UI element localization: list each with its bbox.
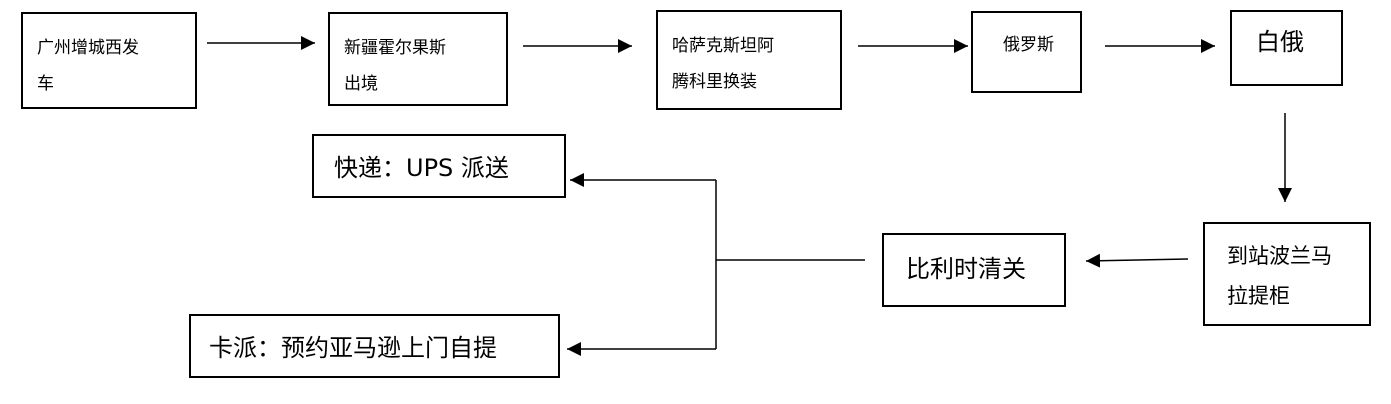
node-poland: 到站波兰马 拉提柜 <box>1203 222 1371 326</box>
node-belgium-label: 比利时清关 <box>906 255 1026 283</box>
node-poland-label: 到站波兰马 拉提柜 <box>1227 244 1332 308</box>
node-truck: 卡派：预约亚马逊上门自提 <box>189 314 560 378</box>
node-guangzhou-label: 广州增城西发 车 <box>37 38 139 94</box>
node-xinjiang: 新疆霍尔果斯 出境 <box>328 12 508 106</box>
node-russia: 俄罗斯 <box>971 11 1082 93</box>
node-belarus: 白俄 <box>1230 10 1343 86</box>
node-kazakhstan-label: 哈萨克斯坦阿 腾科里换装 <box>672 36 774 92</box>
node-belgium: 比利时清关 <box>882 233 1066 307</box>
node-kazakhstan: 哈萨克斯坦阿 腾科里换装 <box>656 10 842 110</box>
node-express-label: 快递：UPS 派送 <box>334 154 509 182</box>
node-express: 快递：UPS 派送 <box>312 134 566 198</box>
arrow-poland-to-belgium <box>1085 253 1189 268</box>
node-belarus-label: 白俄 <box>1256 28 1304 56</box>
node-truck-label: 卡派：预约亚马逊上门自提 <box>209 334 497 362</box>
node-guangzhou: 广州增城西发 车 <box>21 12 197 109</box>
node-russia-label: 俄罗斯 <box>1003 35 1054 55</box>
node-xinjiang-label: 新疆霍尔果斯 出境 <box>344 38 446 94</box>
